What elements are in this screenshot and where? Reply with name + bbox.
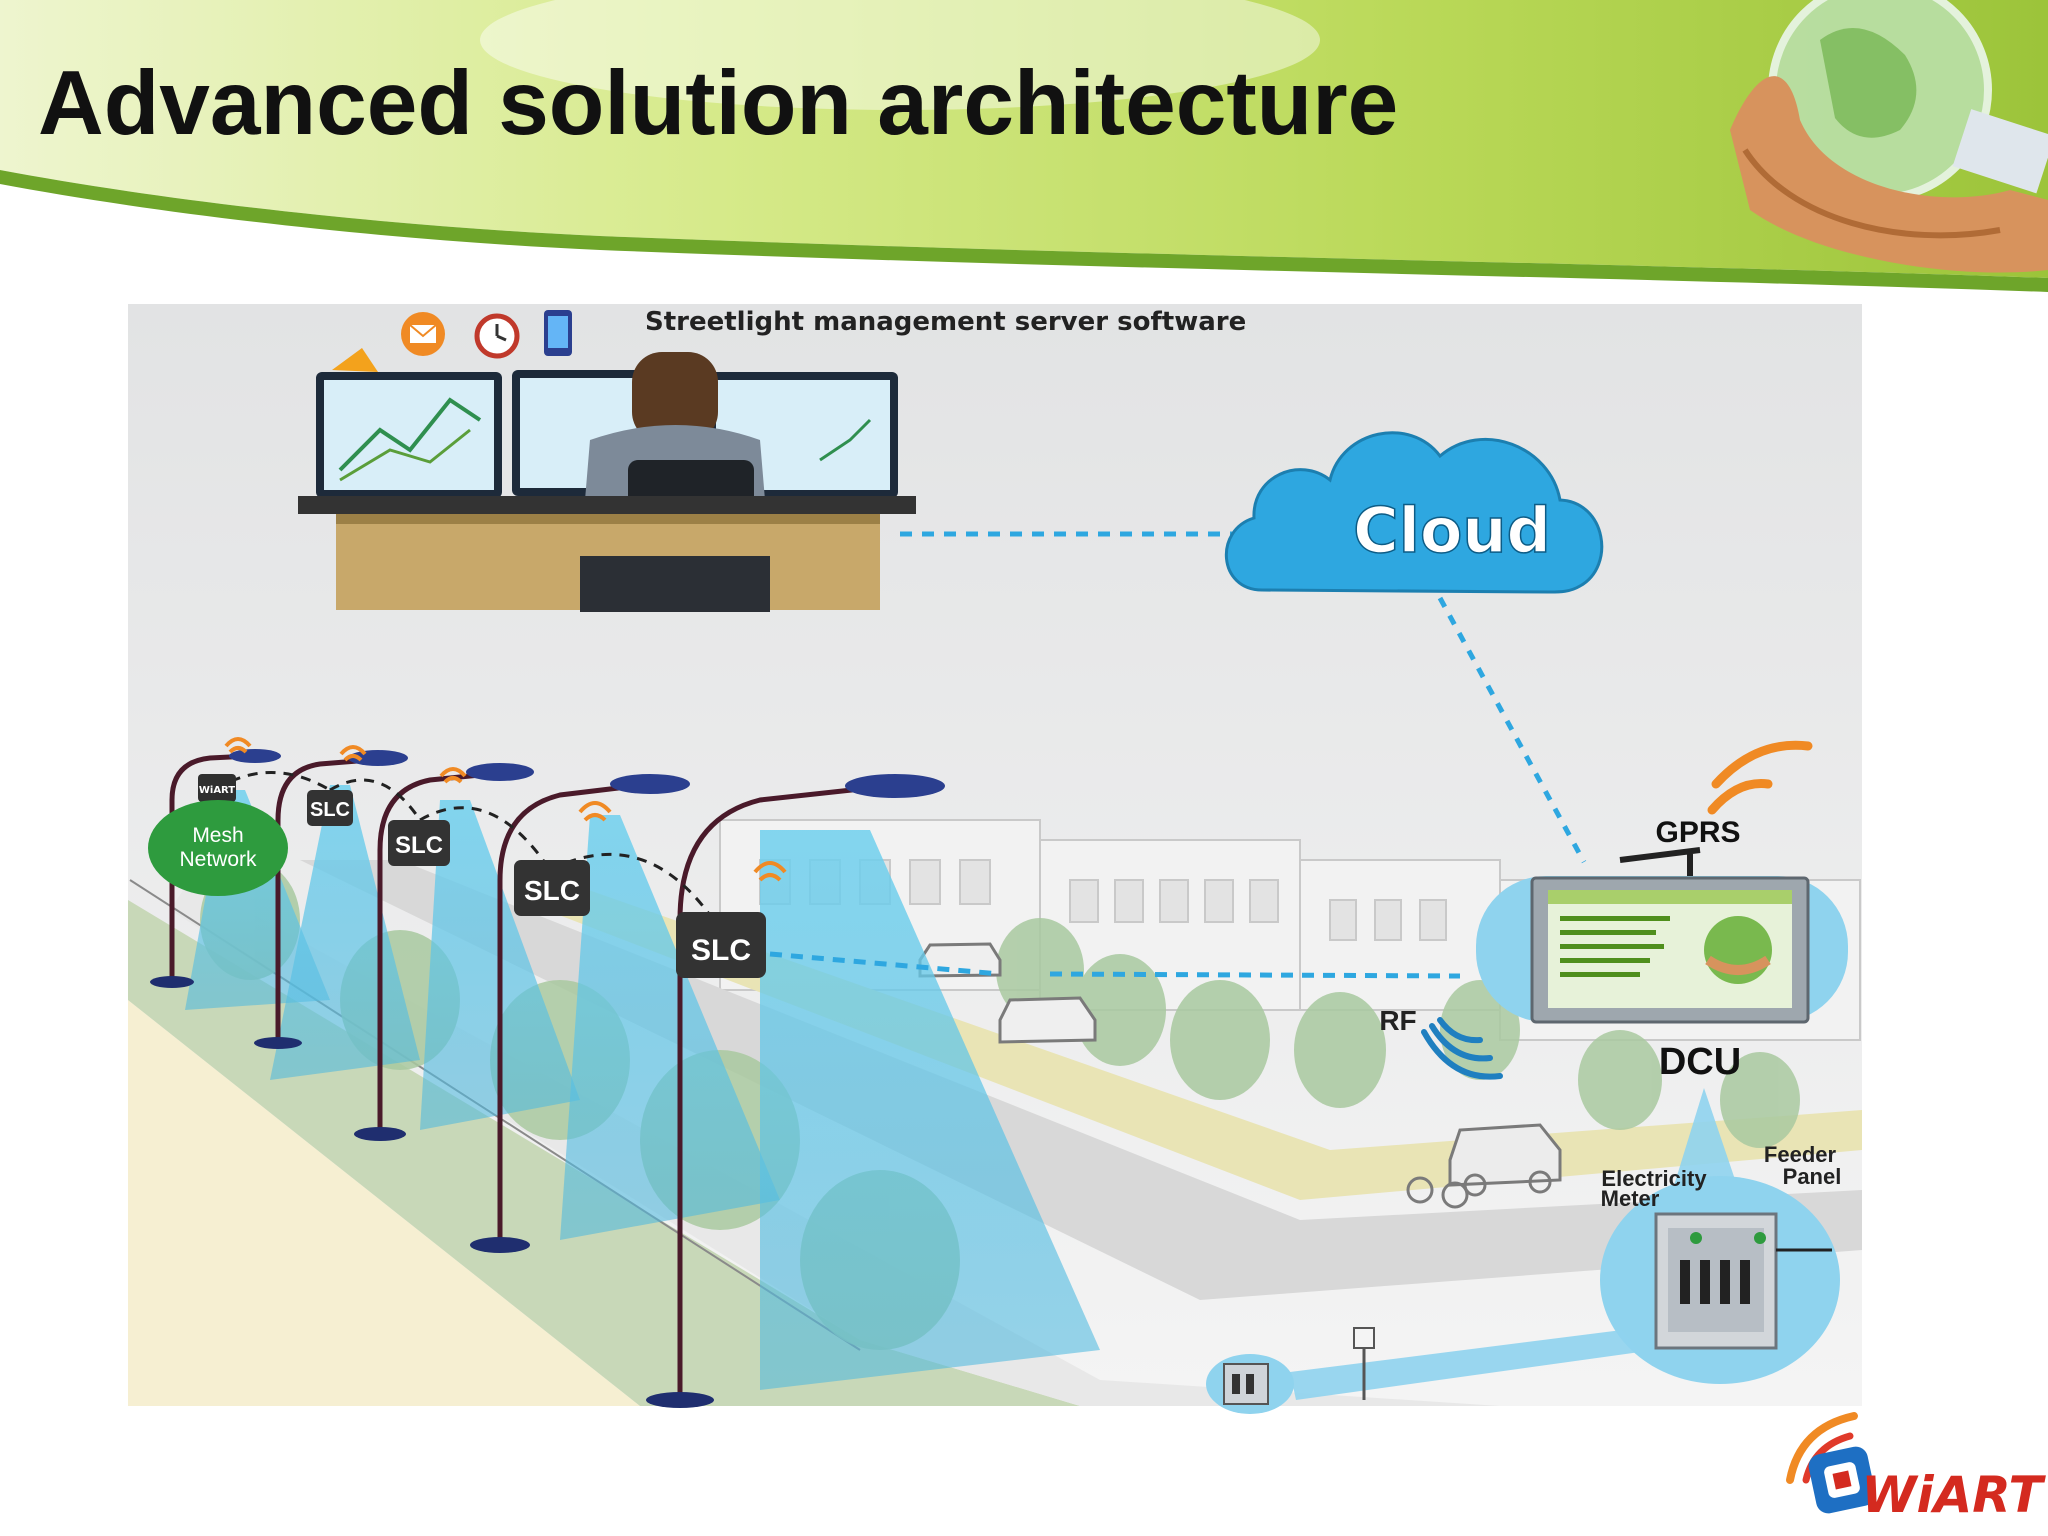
feeder-panel-line1: Feeder [1764,1142,1837,1167]
street-poles [169,753,871,1398]
electricity-meter-line2: Meter [1601,1186,1660,1211]
slc-controller-1: SLC [307,790,353,826]
gprs-signal-icon [1707,740,1813,815]
lamp-heads [229,749,945,798]
wiart-logo-icon [1786,1412,1876,1514]
pole-badge-text: WiART [199,785,235,796]
smartphone-icon [544,310,572,356]
rf-label: RF [1379,1005,1416,1036]
slc-label-2: SLC [395,832,443,859]
globe-in-hands-icon [1730,0,2048,273]
pole-bases [150,976,714,1408]
email-icon [401,312,445,356]
wiart-logo-text: WiART [1861,1466,2046,1524]
mesh-label-line1: Mesh [192,824,243,847]
server-software-label: Streetlight management server software [645,307,1246,337]
wiart-logo: WiART [1786,1412,2047,1524]
pole-signal-icons [224,737,787,882]
header-band [0,0,2048,292]
server-desk: Streetlight management server software [298,307,1246,612]
gprs-antenna [1619,847,1701,880]
rf-signal-icon [1421,1017,1503,1080]
slc-label-1: SLC [310,799,350,821]
light-beams [185,785,1100,1390]
slc-controller-4: SLC [676,912,766,978]
parking-meter [1353,1327,1375,1400]
vehicles [918,942,1562,1209]
dcu-label: DCU [1659,1041,1741,1083]
slc-label-3: SLC [524,875,580,906]
mesh-label-line2: Network [179,848,257,871]
street-panel-pointer [1290,1330,1640,1400]
street-panel-device [1206,1354,1294,1414]
feeder-panel-line2: Panel [1783,1164,1842,1189]
dcu-device [1476,876,1848,1024]
slc-controller-3: SLC [514,860,590,916]
architecture-diagram: WiART SLC SLC SLC SLC Mesh [128,304,1862,1414]
alarm-clock-icon [474,313,520,359]
rf-link [769,951,1461,979]
page-title: Advanced solution architecture [38,53,1398,154]
electricity-meter-line1: Electricity [1601,1166,1707,1191]
desk [298,496,916,612]
slc-controller-small: WiART [198,774,236,802]
slc-label-4: SLC [691,934,751,967]
cloud-node: Cloud [1224,431,1604,594]
mesh-network-bubble: Mesh Network [148,800,288,896]
cloud-label: Cloud [1353,494,1551,567]
slc-controller-2: SLC [388,820,450,866]
gprs-label: GPRS [1655,816,1740,849]
feeder-panel-device [1600,1176,1840,1384]
